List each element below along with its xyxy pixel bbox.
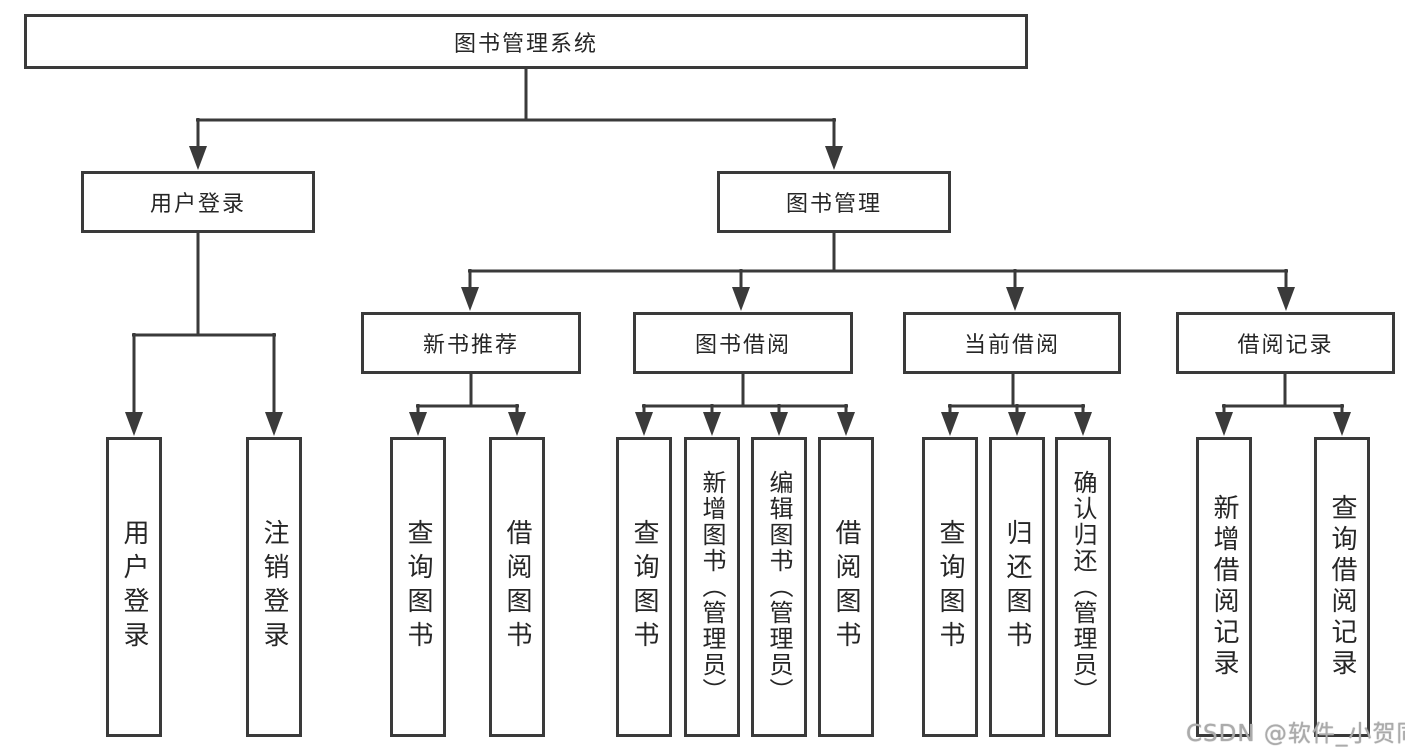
- leaf-logout-label: 注销登录: [259, 519, 289, 655]
- node-book-borrowing: 图书借阅: [633, 312, 853, 374]
- leaf-query-borrow-record: 查询借阅记录: [1314, 437, 1370, 737]
- leaf-query-books-borrow: 查询图书: [616, 437, 672, 737]
- leaf-add-borrow-record-label: 新增借阅记录: [1209, 494, 1239, 680]
- leaf-query-books-current: 查询图书: [922, 437, 978, 737]
- leaf-add-borrow-record: 新增借阅记录: [1196, 437, 1252, 737]
- leaf-add-books-admin: 新增图书（管理员）: [684, 437, 740, 737]
- leaf-query-books-recommend-label: 查询图书: [403, 519, 433, 655]
- leaf-edit-books-admin: 编辑图书（管理员）: [751, 437, 807, 737]
- node-library-system: 图书管理系统: [24, 14, 1028, 69]
- leaf-confirm-return-admin-label: 确认归还（管理员）: [1069, 470, 1097, 704]
- leaf-query-borrow-record-label: 查询借阅记录: [1327, 494, 1357, 680]
- node-borrowing-records: 借阅记录: [1176, 312, 1395, 374]
- leaf-return-books-label: 归还图书: [1002, 519, 1032, 655]
- leaf-confirm-return-admin: 确认归还（管理员）: [1055, 437, 1111, 737]
- csdn-watermark: CSDN @软件_小贺同学: [1186, 721, 1405, 747]
- leaf-edit-books-admin-label: 编辑图书（管理员）: [765, 470, 793, 704]
- leaf-borrow-books: 借阅图书: [818, 437, 874, 737]
- leaf-logout: 注销登录: [246, 437, 302, 737]
- node-new-book-recommend: 新书推荐: [361, 312, 581, 374]
- node-book-management: 图书管理: [717, 171, 951, 233]
- leaf-query-books-recommend: 查询图书: [390, 437, 446, 737]
- leaf-query-books-borrow-label: 查询图书: [629, 519, 659, 655]
- node-user-login: 用户登录: [81, 171, 315, 233]
- leaf-add-books-admin-label: 新增图书（管理员）: [698, 470, 726, 704]
- arrowheads: [125, 146, 1351, 436]
- leaf-return-books: 归还图书: [989, 437, 1045, 737]
- leaf-query-books-current-label: 查询图书: [935, 519, 965, 655]
- leaf-user-login-label: 用户登录: [119, 519, 149, 655]
- leaf-borrow-books-recommend: 借阅图书: [489, 437, 545, 737]
- leaf-borrow-books-label: 借阅图书: [831, 519, 861, 655]
- leaf-user-login: 用户登录: [106, 437, 162, 737]
- leaf-borrow-books-recommend-label: 借阅图书: [502, 519, 532, 655]
- node-current-borrowing: 当前借阅: [903, 312, 1121, 374]
